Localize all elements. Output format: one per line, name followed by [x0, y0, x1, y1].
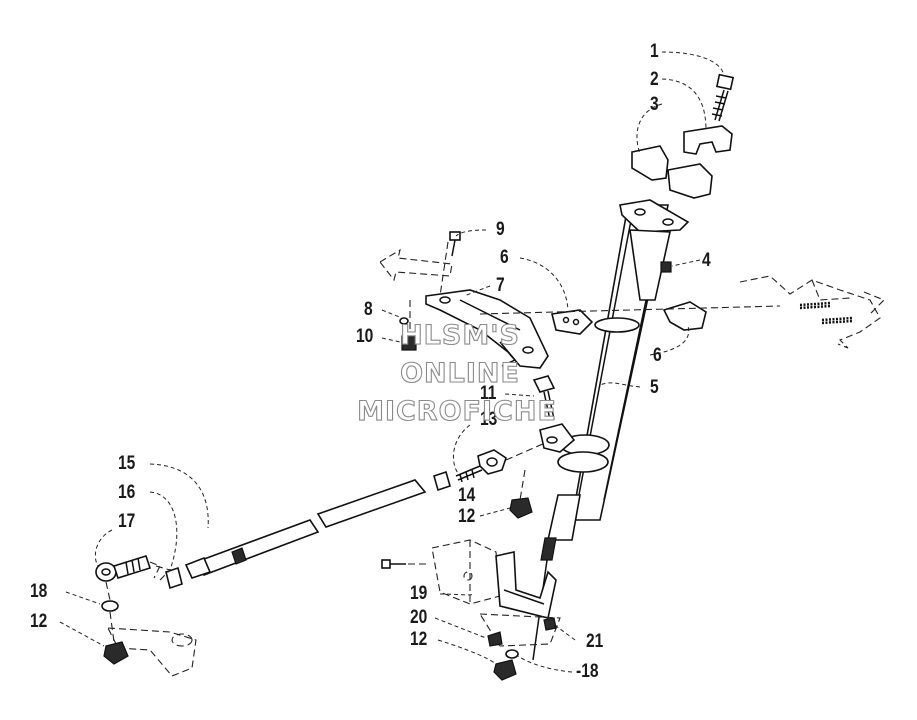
bushing-right-6	[662, 301, 707, 331]
washer-18-bottom	[505, 649, 519, 659]
mounting-reference-right	[739, 275, 885, 349]
leader-lines	[59, 51, 725, 673]
nut-4	[660, 261, 672, 273]
nut-12-left	[103, 641, 129, 665]
bolt-19	[381, 559, 406, 569]
callout-12-bottom: 12	[410, 629, 428, 650]
callout-8: 8	[364, 299, 373, 320]
callout-2: 2	[650, 69, 659, 90]
callout-3: 3	[650, 94, 659, 115]
nut-12-upper	[509, 497, 533, 519]
handlebar-block-upper	[683, 125, 733, 155]
nut-12-bottom	[493, 659, 517, 681]
callout-10: 10	[356, 326, 374, 347]
nut-21	[543, 617, 557, 631]
callout-11: 11	[480, 383, 497, 404]
callout-5: 5	[650, 377, 659, 398]
callout-21: 21	[586, 631, 604, 652]
jam-nut-16	[165, 566, 183, 590]
steering-arm-plate	[539, 423, 576, 453]
tie-rod-end-13	[455, 449, 507, 483]
tie-rod-end-17	[95, 555, 161, 582]
direction-arrow-left	[379, 248, 453, 282]
callout-13: 13	[480, 409, 498, 430]
watermark-line-1: HLSM'S	[400, 320, 520, 351]
handlebar-block-lower	[631, 145, 713, 199]
jam-nut-14	[433, 470, 451, 492]
callout-4: 4	[702, 250, 711, 271]
washer-18-left	[101, 600, 119, 612]
callout-6-upper: 6	[500, 247, 509, 268]
callout-9: 9	[496, 219, 505, 240]
lower-support-bracket	[495, 551, 557, 619]
handlebar-bolt	[711, 73, 735, 122]
callout-18-bottom: -18	[576, 661, 599, 682]
callout-14: 14	[458, 485, 476, 506]
nut-20	[487, 631, 503, 647]
callout-12-arm: 12	[458, 506, 476, 527]
watermark-line-3: MICROFICHE	[357, 396, 557, 427]
callout-19: 19	[410, 583, 428, 604]
callout-15: 15	[118, 453, 136, 474]
bolt-9	[449, 231, 461, 257]
steering-support-bracket	[425, 289, 549, 369]
watermark-line-2: ONLINE	[400, 358, 520, 389]
nut-10	[401, 335, 417, 351]
callout-20: 20	[410, 607, 428, 628]
callout-16: 16	[118, 482, 136, 503]
callout-6-lower: 6	[653, 345, 662, 366]
callout-17: 17	[118, 511, 136, 532]
callout-12-left: 12	[30, 611, 48, 632]
upper-flange-plate	[619, 199, 690, 301]
callout-7: 7	[496, 275, 505, 296]
callout-1: 1	[650, 41, 659, 62]
bolt-11	[532, 375, 556, 421]
washer-8	[399, 317, 409, 325]
bushing-upper-6	[551, 309, 594, 335]
tie-rod	[184, 479, 427, 579]
callout-18-left: 18	[30, 581, 48, 602]
